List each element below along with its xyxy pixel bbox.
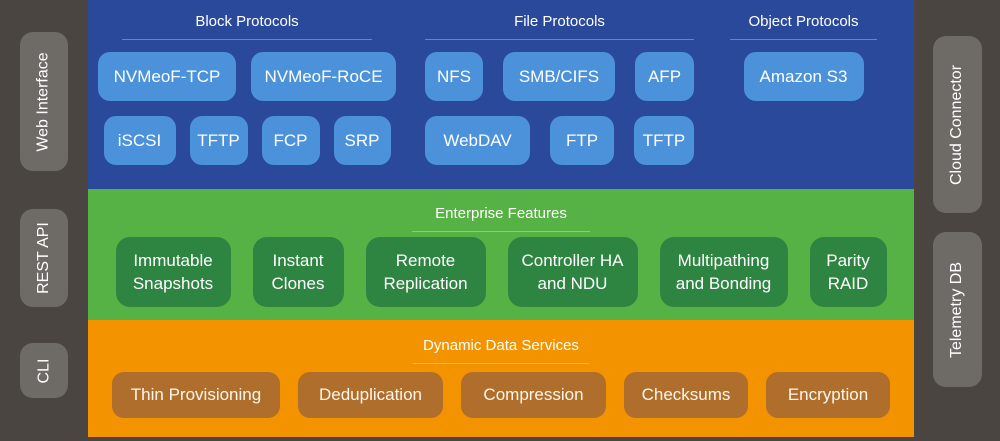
rail-label: REST API [35,222,53,294]
dds-pill-compression: Compression [461,372,606,418]
dynamic-data-services-row: Thin Provisioning Deduplication Compress… [88,372,914,418]
block-protocols-title: Block Protocols [195,13,299,30]
rail-label: Cloud Connector [948,64,966,185]
rail-label: CLI [35,358,52,383]
rail-label: Web Interface [35,51,52,152]
dds-pill-deduplication: Deduplication [298,372,443,418]
rail-item-rest-api: REST API [20,209,68,307]
rail-item-cli: CLI [20,343,68,398]
protocol-pill-smb-cifs: SMB/CIFS [503,52,615,101]
feature-pill-immutable-snapshots: Immutable Snapshots [115,237,231,307]
protocol-pill-tftp: TFTP [189,116,248,165]
enterprise-features-title: Enterprise Features [435,205,567,222]
object-protocols-group: Object Protocols Amazon S3 [730,12,877,101]
dynamic-data-services-title: Dynamic Data Services [423,337,579,354]
file-protocols-row-1: NFS SMB/CIFS AFP [425,52,694,101]
file-protocols-group: File Protocols NFS SMB/CIFS AFP WebDAV F… [425,12,694,165]
enterprise-features-layer: Enterprise Features Immutable Snapshots … [88,189,914,320]
rail-item-cloud-connector: Cloud Connector [933,36,982,213]
dds-pill-checksums: Checksums [624,372,748,418]
protocol-pill-fcp: FCP [261,116,320,165]
block-protocols-row-1: NVMeoF-TCP NVMeoF-RoCE [98,52,396,101]
rail-label: Telemetry DB [948,261,966,358]
feature-pill-parity-raid: Parity RAID [809,237,887,307]
dds-pill-thin-provisioning: Thin Provisioning [112,372,280,418]
rail-item-web-interface: Web Interface [20,32,68,171]
feature-pill-instant-clones: Instant Clones [252,237,344,307]
title-underline [412,231,590,232]
protocol-pill-nvmeof-roce: NVMeoF-RoCE [251,52,396,101]
protocol-pill-webdav: WebDAV [425,116,530,165]
protocol-pill-tftp-file: TFTP [634,116,694,165]
block-protocols-row-2: iSCSI TFTP FCP SRP [98,116,396,165]
feature-pill-controller-ha-ndu: Controller HA and NDU [507,237,638,307]
enterprise-features-row: Immutable Snapshots Instant Clones Remot… [88,237,914,307]
title-underline [730,39,877,40]
block-protocols-group: Block Protocols NVMeoF-TCP NVMeoF-RoCE i… [98,12,396,165]
protocols-layer: Block Protocols NVMeoF-TCP NVMeoF-RoCE i… [88,0,914,189]
title-underline [413,363,589,364]
feature-pill-multipathing-bonding: Multipathing and Bonding [659,237,788,307]
protocol-pill-iscsi: iSCSI [103,116,176,165]
protocol-pill-nvmeof-tcp: NVMeoF-TCP [98,52,236,101]
rail-item-telemetry-db: Telemetry DB [933,232,982,387]
protocol-pill-ftp: FTP [550,116,614,165]
feature-pill-remote-replication: Remote Replication [365,237,486,307]
object-protocols-row-1: Amazon S3 [730,52,877,101]
protocol-pill-nfs: NFS [425,52,483,101]
file-protocols-row-2: WebDAV FTP TFTP [425,116,694,165]
file-protocols-title: File Protocols [514,13,605,30]
dynamic-data-services-layer: Dynamic Data Services Thin Provisioning … [88,320,914,437]
object-protocols-title: Object Protocols [748,13,859,30]
protocol-pill-afp: AFP [635,52,694,101]
title-underline [122,39,372,40]
dds-pill-encryption: Encryption [766,372,890,418]
title-underline [425,39,694,40]
architecture-panel: Block Protocols NVMeoF-TCP NVMeoF-RoCE i… [88,0,914,437]
protocol-pill-amazon-s3: Amazon S3 [743,52,864,101]
protocol-pill-srp: SRP [333,116,391,165]
